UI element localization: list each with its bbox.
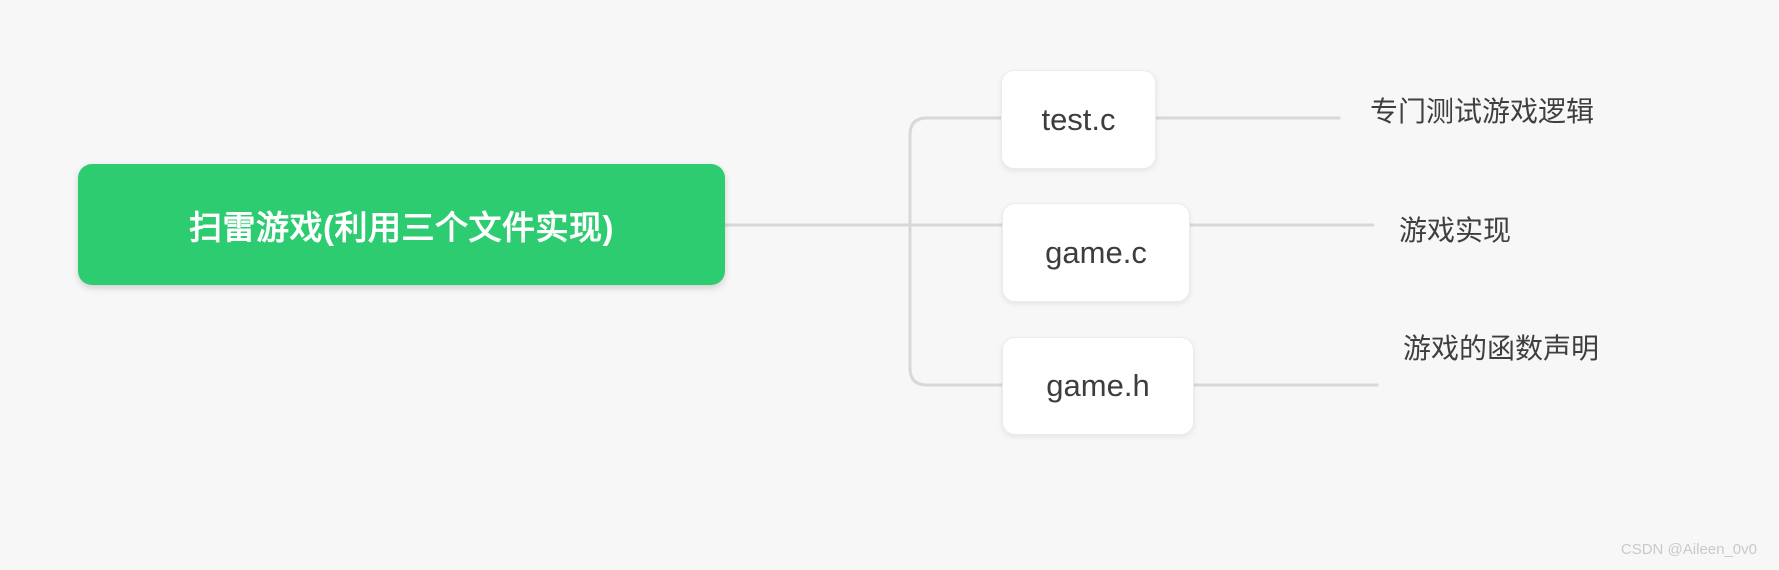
node-game-c-label: game.c xyxy=(1045,234,1147,270)
root-node[interactable]: 扫雷游戏(利用三个文件实现) xyxy=(78,164,725,285)
leaf-label-test-c: 专门测试游戏逻辑 xyxy=(1370,96,1595,127)
node-game-c[interactable]: game.c xyxy=(1002,203,1190,302)
node-game-h-label: game.h xyxy=(1046,368,1150,403)
leaf-label-game-c: 游戏实现 xyxy=(1399,215,1512,246)
node-test-c-label: test.c xyxy=(1041,101,1116,137)
node-game-h[interactable]: game.h xyxy=(1002,337,1194,435)
node-test-c[interactable]: test.c xyxy=(1001,70,1156,169)
leaf-label-game-h: 游戏的函数声明 xyxy=(1403,333,1600,364)
connector-to-game-h xyxy=(908,223,1004,387)
connector-to-test-c xyxy=(908,116,1003,227)
root-node-label: 扫雷游戏(利用三个文件实现) xyxy=(189,208,614,246)
watermark: CSDN @Aileen_0v0 xyxy=(1620,541,1757,558)
